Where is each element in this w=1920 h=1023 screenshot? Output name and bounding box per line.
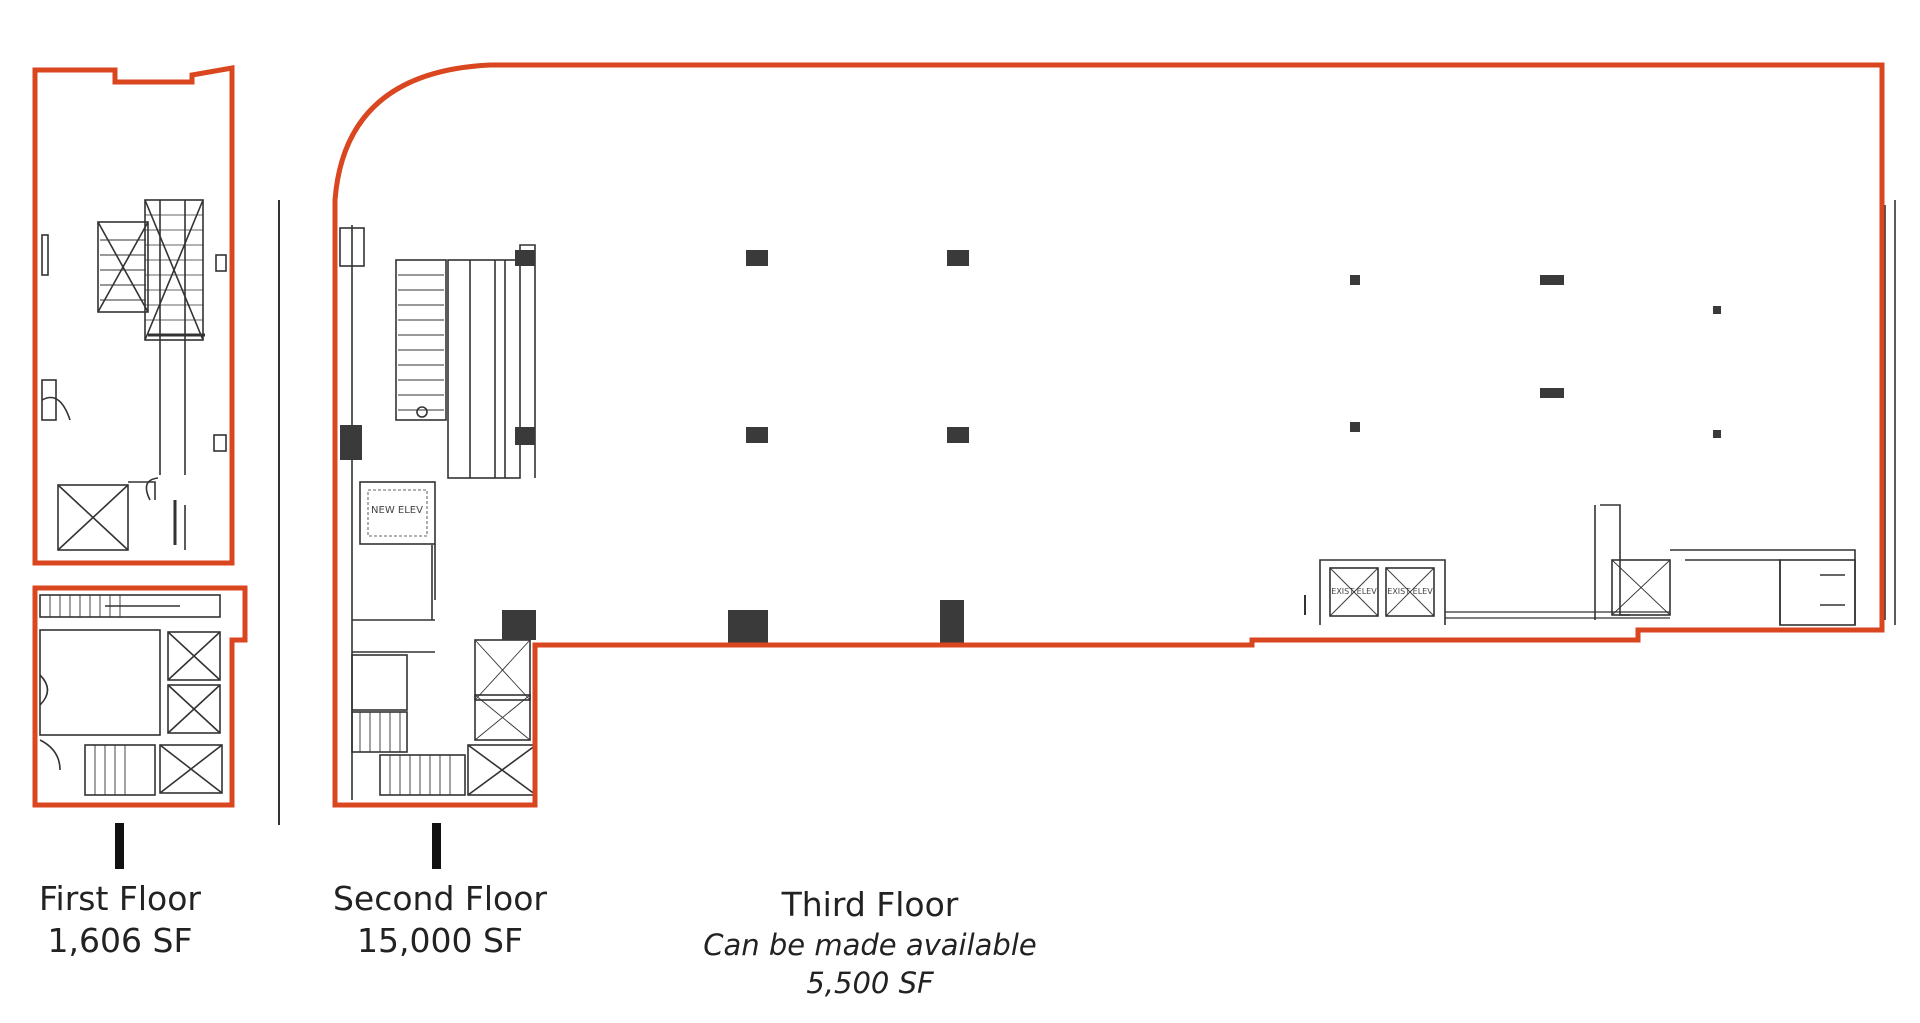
new-elevator-label: NEW ELEV: [371, 505, 423, 516]
upper-floors-outline: [332, 62, 1885, 808]
structural-columns: [340, 250, 1721, 645]
first-floor-pointer: [115, 823, 124, 869]
third-floor-label: Third Floor Can be made available 5,500 …: [660, 884, 1080, 1002]
first-floor-label: First Floor 1,606 SF: [0, 878, 240, 962]
upper-floors-linework: [339, 200, 1896, 800]
first-floor-linework: [41, 199, 227, 551]
first-floor-upper-outline: [32, 65, 235, 566]
exist-elevator-label-2: EXIST ELEV: [1387, 587, 1433, 596]
third-floor-area: 5,500 SF: [806, 966, 934, 1000]
first-floor-plan: [32, 65, 248, 869]
second-floor-pointer: [432, 823, 441, 869]
exist-elevator-label-1: EXIST ELEV: [1331, 587, 1377, 596]
upper-floors-plan: [332, 62, 1896, 869]
first-floor-area: 1,606 SF: [47, 921, 193, 960]
first-floor-lower-outline: [32, 585, 248, 808]
third-floor-note: Can be made available: [703, 928, 1037, 962]
third-floor-name: Third Floor: [781, 885, 959, 924]
first-floor-core-linework: [39, 594, 223, 796]
second-floor-label: Second Floor 15,000 SF: [300, 878, 580, 962]
second-floor-name: Second Floor: [332, 879, 548, 918]
first-floor-name: First Floor: [38, 879, 202, 918]
second-floor-area: 15,000 SF: [357, 921, 523, 960]
